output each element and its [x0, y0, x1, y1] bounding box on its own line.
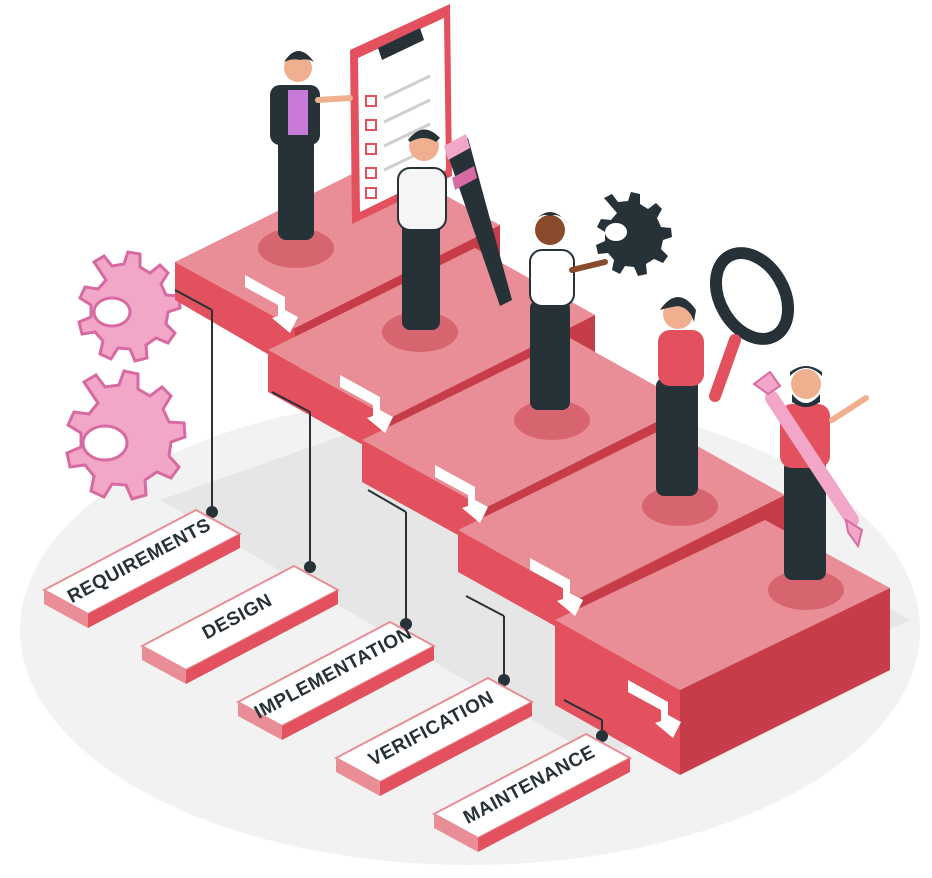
gear-icon	[596, 192, 672, 276]
person-requirements	[258, 51, 353, 268]
person-design	[382, 129, 458, 352]
person-verification	[642, 297, 718, 526]
pencil-icon	[444, 134, 512, 306]
person-implementation	[514, 212, 608, 440]
step-arrows	[245, 275, 681, 738]
connector-lines	[174, 289, 608, 742]
gear-icon	[77, 250, 182, 363]
magnifier-icon	[709, 247, 795, 402]
wrench-icon	[752, 370, 864, 549]
gear-icon	[65, 369, 187, 501]
stage-label-design: DESIGN	[139, 564, 341, 684]
